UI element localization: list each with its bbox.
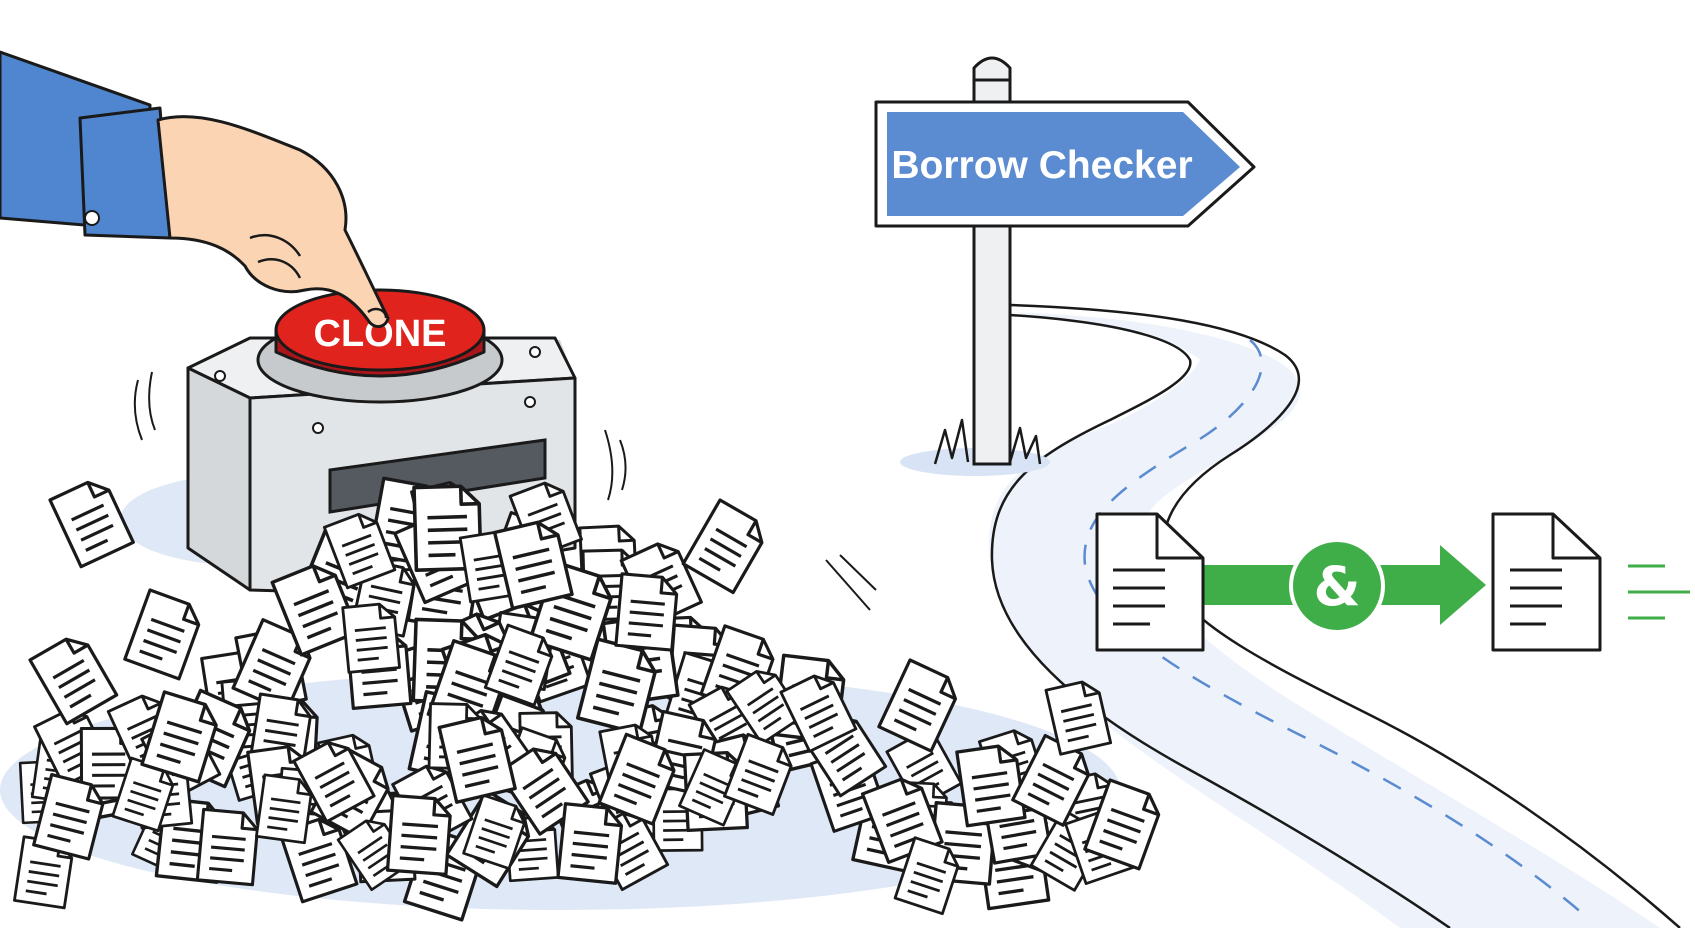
pointing-hand-icon [0, 50, 390, 328]
borrow-flow: & [1095, 512, 1690, 652]
document-icon [681, 498, 772, 595]
signpost: Borrow Checker [874, 56, 1256, 476]
reference-badge [1289, 538, 1385, 634]
document-icon [614, 572, 680, 652]
target-document-icon [1491, 512, 1602, 652]
sign-label: Borrow Checker [891, 144, 1192, 187]
source-document-icon [1095, 512, 1205, 652]
document-icon [28, 629, 119, 726]
document-icon [255, 773, 315, 845]
clone-button[interactable]: CLONE [256, 288, 504, 404]
reference-symbol: & [1313, 555, 1360, 618]
grass-icon [933, 418, 1042, 465]
document-icon [385, 793, 453, 876]
speed-lines-icon [1628, 564, 1690, 620]
document-icon [123, 588, 206, 681]
document-icon [48, 474, 135, 569]
document-icon [556, 802, 625, 885]
document-icon [341, 601, 401, 674]
document-icon [195, 807, 261, 887]
